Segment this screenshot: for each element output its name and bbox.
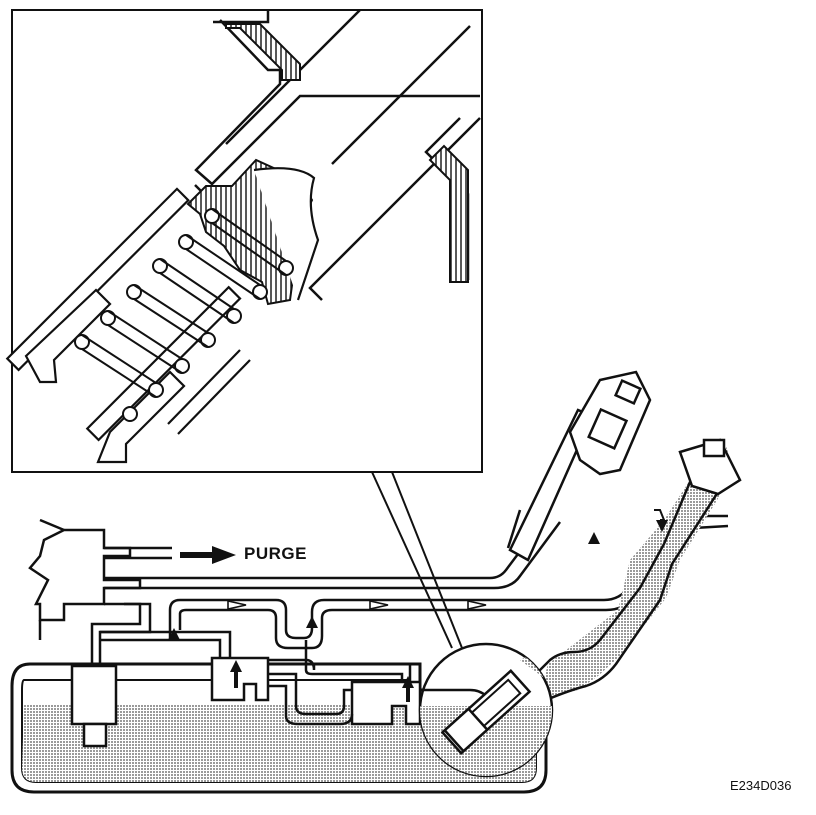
detail-inset (5, 9, 483, 473)
arrow-up-icon (168, 532, 600, 702)
valve-spring (5, 187, 294, 464)
tank-components (70, 656, 422, 748)
arrow-right-icon (227, 600, 487, 610)
charcoal-canister (28, 518, 142, 640)
arrow-down-icon (654, 509, 668, 532)
callout-leaders (371, 471, 463, 649)
flow-arrows (168, 509, 668, 702)
filler-neck (519, 438, 742, 702)
fuel-pump-module (70, 664, 118, 726)
pump-strainer (82, 722, 108, 748)
rollover-valve (210, 656, 270, 702)
figure-code: E234D036 (730, 778, 792, 793)
refuel-nozzle (506, 370, 652, 562)
purge-arrow-icon (180, 546, 236, 564)
purge-label: PURGE (244, 544, 307, 563)
check-valve (350, 680, 422, 726)
